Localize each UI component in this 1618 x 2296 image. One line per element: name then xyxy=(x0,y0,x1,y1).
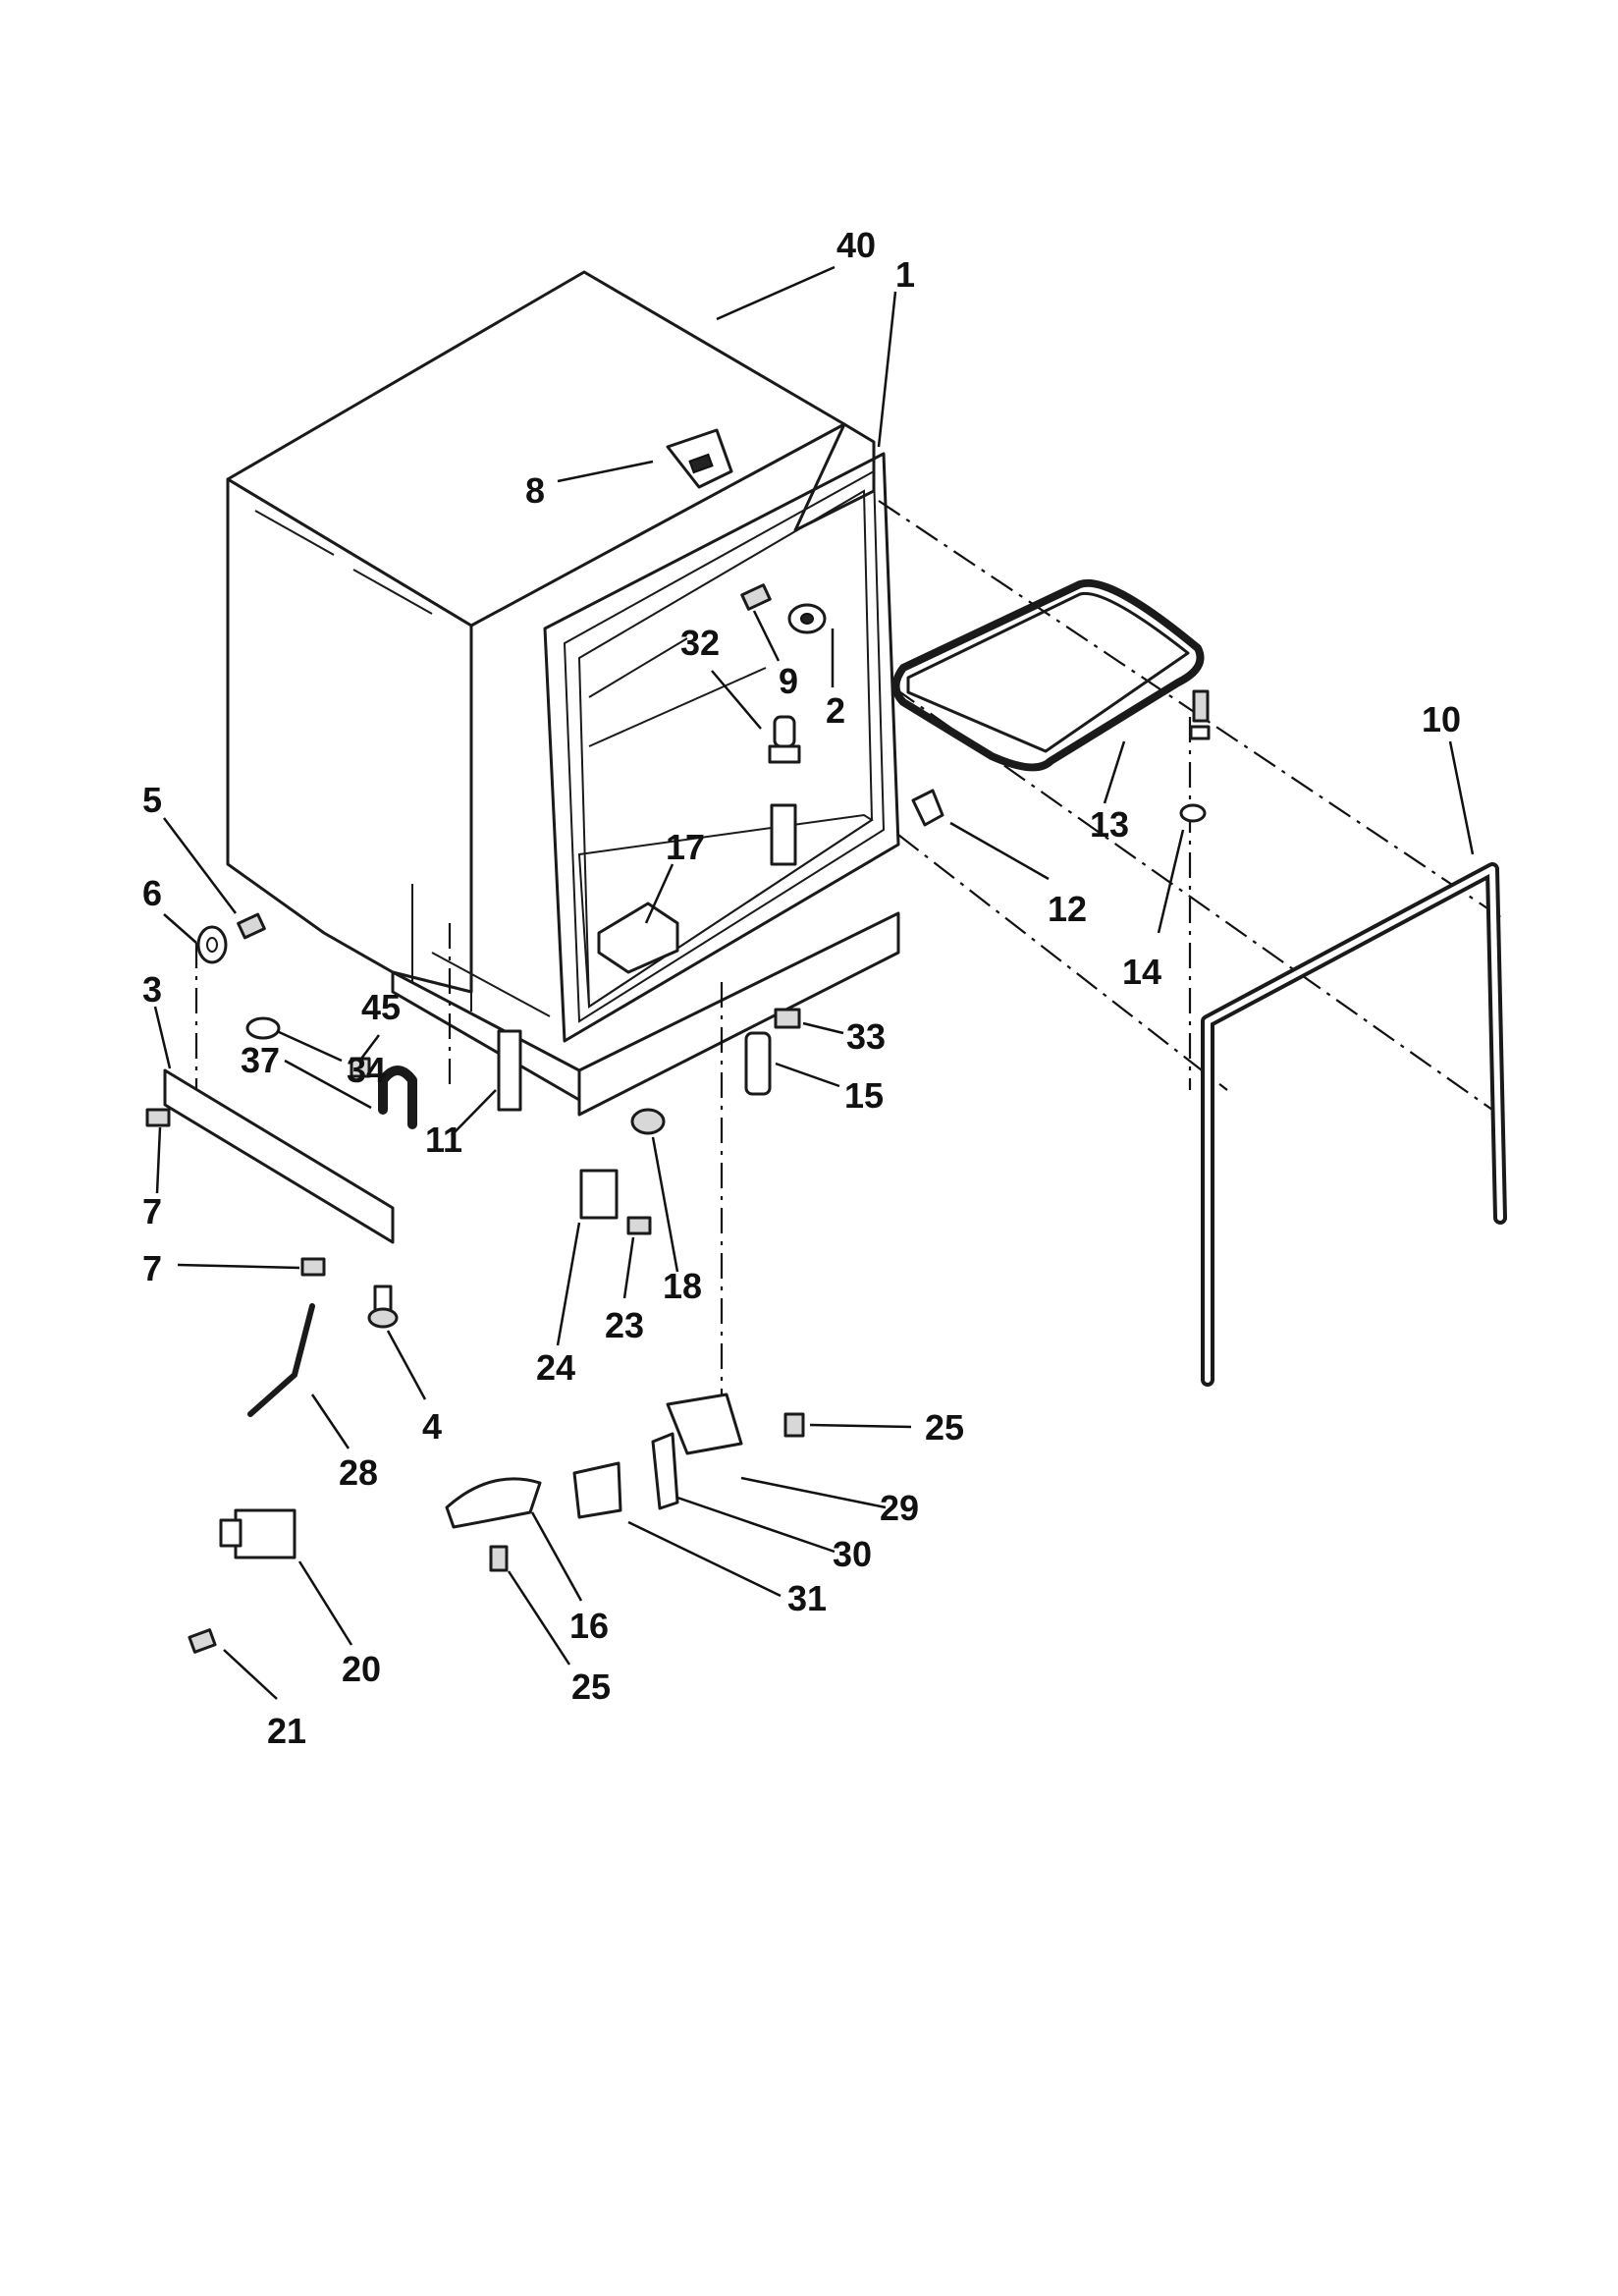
callout-29: 29 xyxy=(880,1488,919,1528)
callout-25: 25 xyxy=(571,1667,611,1707)
callout-1: 1 xyxy=(895,254,915,295)
rack-rail-13 xyxy=(891,578,1211,823)
screw-23 xyxy=(626,1216,652,1235)
screw-5 xyxy=(237,912,266,940)
callout-12: 12 xyxy=(1048,889,1087,929)
screw-7a xyxy=(145,1108,171,1127)
callout-15: 15 xyxy=(844,1075,884,1116)
small-parts xyxy=(145,428,944,1654)
assembly-lines xyxy=(194,500,1503,1434)
callout-45: 45 xyxy=(361,987,401,1027)
screw-25a xyxy=(783,1412,805,1438)
callout-14: 14 xyxy=(1122,952,1161,992)
callout-5: 5 xyxy=(142,780,162,820)
callout-40: 40 xyxy=(836,225,876,265)
callout-leaders xyxy=(153,265,1475,1700)
callout-9: 9 xyxy=(779,661,798,701)
valve-20 xyxy=(234,1508,297,1559)
callout-4: 4 xyxy=(422,1406,442,1447)
tub-gasket-frame xyxy=(543,452,900,1117)
clip-12 xyxy=(911,789,944,827)
callout-7: 7 xyxy=(142,1248,162,1288)
callout-16: 16 xyxy=(569,1606,609,1646)
callout-20: 20 xyxy=(342,1649,381,1689)
callout-labels: 40 1 8 32 9 2 10 13 12 14 5 6 3 17 45 34… xyxy=(142,225,1461,1751)
switch-24 xyxy=(579,1169,619,1220)
leveler-4 xyxy=(373,1285,393,1312)
callout-7: 7 xyxy=(142,1191,162,1231)
callout-28: 28 xyxy=(339,1452,378,1493)
callout-8: 8 xyxy=(525,470,545,511)
callout-30: 30 xyxy=(833,1534,872,1574)
callout-31: 31 xyxy=(787,1578,827,1618)
lever-30 xyxy=(651,1432,679,1510)
support-frame-10 xyxy=(1201,862,1507,1387)
fill-funnel-32 xyxy=(773,715,796,748)
screw-7b xyxy=(300,1257,326,1277)
callout-24: 24 xyxy=(536,1347,575,1388)
screw-9 xyxy=(740,583,772,611)
callout-32: 32 xyxy=(680,623,720,663)
hinge-16 xyxy=(445,1477,542,1529)
callout-13: 13 xyxy=(1090,804,1129,845)
callout-6: 6 xyxy=(142,873,162,913)
callout-34: 34 xyxy=(347,1050,386,1090)
callout-25: 25 xyxy=(925,1407,964,1448)
screw-21 xyxy=(188,1628,217,1654)
foot-18 xyxy=(630,1108,666,1135)
callout-37: 37 xyxy=(241,1040,280,1080)
washer-6 xyxy=(196,925,228,964)
callout-2: 2 xyxy=(826,690,845,731)
callout-23: 23 xyxy=(605,1305,644,1345)
latch-29 xyxy=(666,1393,743,1455)
panel-11 xyxy=(497,1029,522,1112)
plate-31 xyxy=(572,1461,622,1519)
clip-45 xyxy=(350,1057,371,1078)
tub-assembly xyxy=(226,270,876,1102)
spacer-15 xyxy=(744,1031,772,1096)
plug-34 xyxy=(245,1016,281,1040)
callout-18: 18 xyxy=(663,1266,702,1306)
spring-28 xyxy=(247,1303,315,1417)
callout-11: 11 xyxy=(425,1120,462,1160)
callout-17: 17 xyxy=(666,827,705,867)
vent-37 xyxy=(378,1066,417,1129)
bracket-17 xyxy=(597,902,679,974)
nut-33 xyxy=(774,1008,801,1029)
callout-10: 10 xyxy=(1422,699,1461,739)
callout-21: 21 xyxy=(267,1711,306,1751)
screw-25b xyxy=(489,1545,509,1572)
callout-3: 3 xyxy=(142,969,162,1010)
callout-33: 33 xyxy=(846,1016,886,1057)
rail-3 xyxy=(163,1068,395,1244)
